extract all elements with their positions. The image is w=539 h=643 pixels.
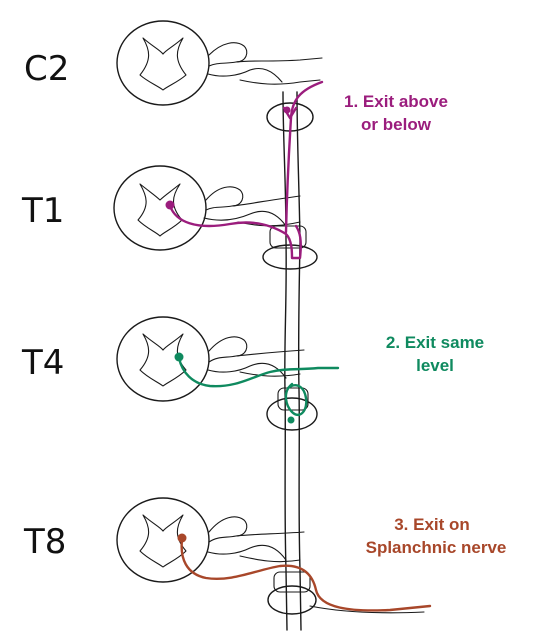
- pathway-3-rust: [177, 533, 432, 612]
- note-2-line-2: level: [416, 356, 454, 375]
- pathway-2-green: [174, 352, 340, 424]
- neuron-cell-body-1: [165, 200, 175, 210]
- neuron-cell-body-3: [177, 533, 187, 543]
- note-1-line-2: or below: [361, 115, 432, 134]
- note-1: 1. Exit above or below: [344, 92, 448, 134]
- note-3-line-1: 3. Exit on: [394, 515, 470, 534]
- synapse-dot-1: [283, 106, 291, 114]
- note-2: 2. Exit same level: [386, 333, 484, 375]
- spinal-segment-t8: [116, 497, 425, 615]
- note-3-line-2: Splanchnic nerve: [366, 538, 507, 557]
- level-label-t8: T8: [23, 522, 66, 562]
- synapse-dot-2: [287, 416, 295, 424]
- note-3: 3. Exit on Splanchnic nerve: [366, 515, 507, 557]
- level-label-c2: C2: [24, 49, 69, 89]
- spinal-segment-c2: [116, 20, 323, 132]
- note-2-line-1: 2. Exit same: [386, 333, 484, 352]
- sympathetic-trunk: [282, 91, 302, 631]
- note-1-line-1: 1. Exit above: [344, 92, 448, 111]
- level-label-t1: T1: [21, 191, 64, 231]
- pathway-1-magenta: [165, 80, 324, 260]
- spinal-segment-t4: [116, 316, 318, 431]
- neuron-cell-body-2: [174, 352, 184, 362]
- level-label-t4: T4: [21, 343, 64, 383]
